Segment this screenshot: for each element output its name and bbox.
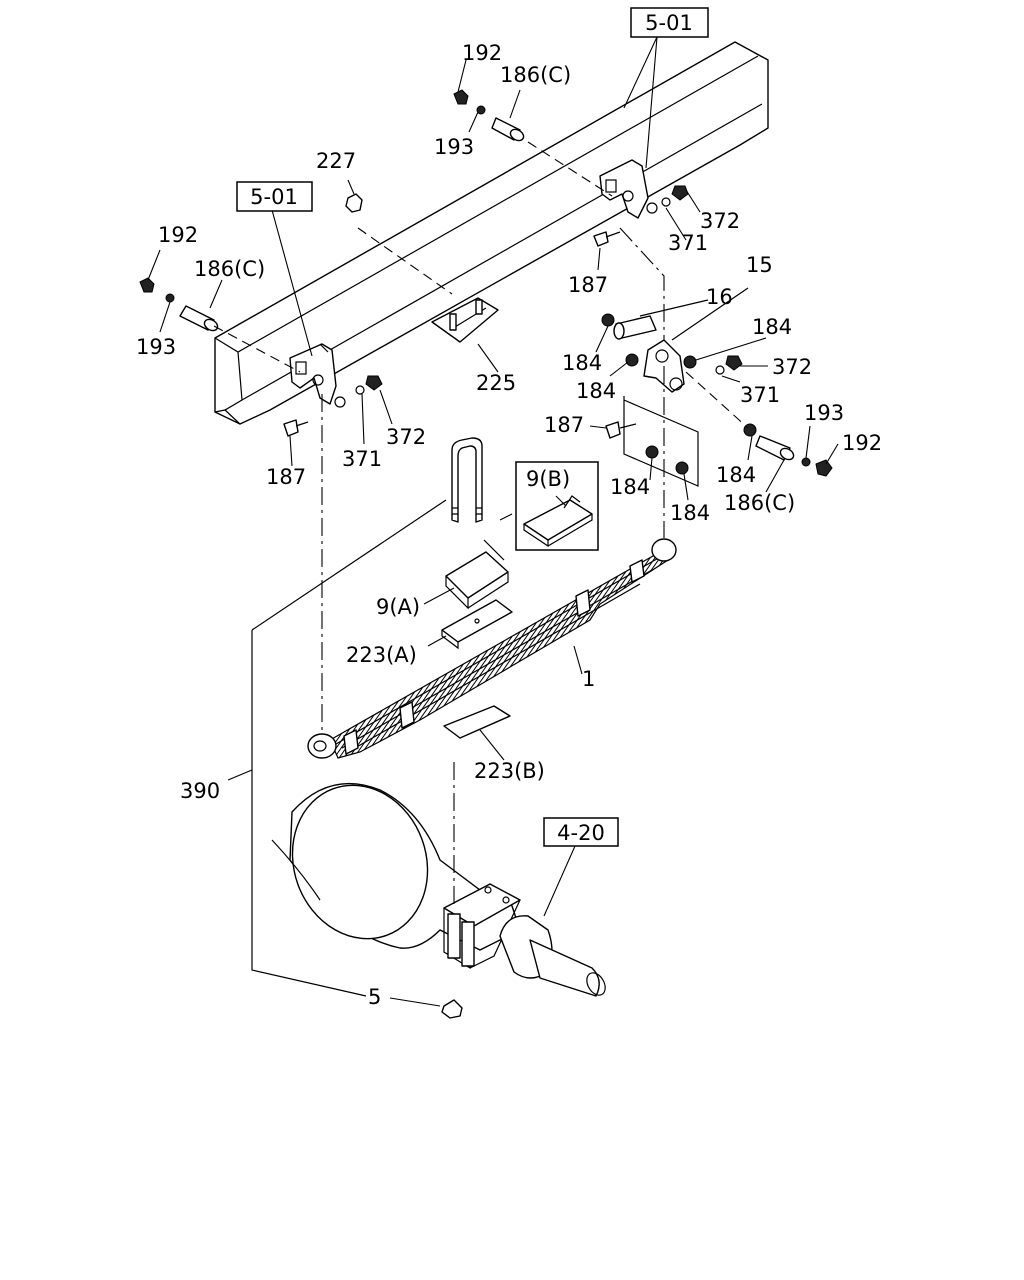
label-372-top: 372	[700, 209, 740, 233]
label-187-right: 187	[544, 413, 584, 437]
u-bolt	[451, 437, 483, 523]
label-184-f: 184	[670, 501, 710, 525]
ref-box-axle[interactable]: 4-20	[543, 817, 619, 847]
label-184-a: 184	[752, 315, 792, 339]
label-187-top: 187	[568, 273, 608, 297]
label-9a: 9(A)	[376, 595, 420, 619]
fasteners-left	[139, 277, 383, 437]
label-192-left: 192	[158, 223, 198, 247]
label-5: 5	[368, 985, 381, 1009]
shackle-assembly	[601, 313, 833, 477]
ref-box-frame-left[interactable]: 5-01	[236, 181, 313, 212]
plate-223a	[441, 599, 513, 650]
bump-stopper	[431, 297, 499, 343]
plate-223b	[443, 705, 511, 739]
label-184-d: 184	[716, 463, 756, 487]
leaf-spring	[307, 538, 677, 759]
label-390: 390	[180, 779, 220, 803]
label-193-left: 193	[136, 335, 176, 359]
label-193-right: 193	[804, 401, 844, 425]
label-184-e: 184	[610, 475, 650, 499]
leader-lines	[147, 36, 839, 1007]
label-225: 225	[476, 371, 516, 395]
label-9b: 9(B)	[526, 467, 570, 491]
label-371-left: 371	[342, 447, 382, 471]
label-223b: 223(B)	[474, 759, 545, 783]
label-16: 16	[706, 285, 733, 309]
ref-box-frame-top[interactable]: 5-01	[630, 7, 709, 38]
ref-label-frame-top: 5-01	[645, 11, 693, 35]
label-184-c: 184	[576, 379, 616, 403]
label-372-left: 372	[386, 425, 426, 449]
label-186c-right: 186(C)	[724, 491, 795, 515]
label-227: 227	[316, 149, 356, 173]
label-186c-left: 186(C)	[194, 257, 265, 281]
label-371-mid: 371	[740, 383, 780, 407]
label-186c-top: 186(C)	[500, 63, 571, 87]
label-187-left: 187	[266, 465, 306, 489]
fasteners-top	[345, 89, 689, 247]
label-193-top: 193	[434, 135, 474, 159]
spacer-9a	[445, 513, 513, 610]
label-15: 15	[746, 253, 773, 277]
label-372-mid: 372	[772, 355, 812, 379]
ref-label-frame-left: 5-01	[250, 185, 298, 209]
ref-label-axle: 4-20	[557, 821, 605, 845]
label-1: 1	[582, 667, 595, 691]
label-192-right: 192	[842, 431, 882, 455]
detail-box-9b	[515, 461, 599, 551]
label-223a: 223(A)	[346, 643, 417, 667]
label-192-top: 192	[462, 41, 502, 65]
label-184-b: 184	[562, 351, 602, 375]
axle-housing	[271, 782, 606, 1019]
rear-spring-hanger-bracket	[599, 159, 658, 219]
part-labels: 192 186(C) 193 227 372 371 187 15 16 184…	[136, 41, 882, 1009]
front-spring-hanger-bracket	[289, 343, 346, 408]
label-371-top: 371	[668, 231, 708, 255]
